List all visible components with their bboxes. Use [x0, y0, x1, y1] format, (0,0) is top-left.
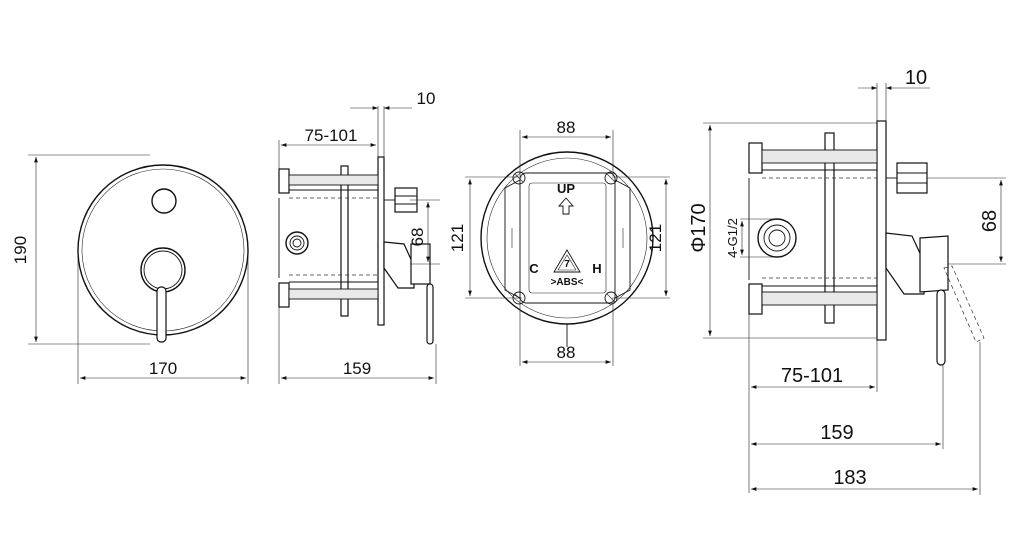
side-inlet-nut [285, 231, 309, 255]
box-right-label: 121 [646, 224, 665, 252]
side-total-label: 159 [343, 359, 371, 378]
lever-hub [140, 247, 186, 293]
diverter-knob [151, 188, 177, 214]
section-lever-handle [936, 289, 946, 366]
box-top-label: 88 [557, 118, 576, 137]
side-view: 75-101 10 68 159 [278, 89, 440, 384]
box-view: UP 7 >ABS< C H 88 88 121 121 [448, 118, 670, 366]
section-depth-label: 75-101 [781, 365, 843, 387]
box-recycle-number: 7 [564, 259, 570, 270]
section-cover-plate [876, 120, 887, 341]
front-view: 190 170 [11, 154, 249, 384]
section-diameter-label: Φ170 [688, 203, 710, 252]
recycle-icon [553, 249, 581, 273]
box-screw-tl [512, 171, 526, 185]
box-up-label: UP [557, 181, 575, 196]
section-view: 10 Φ170 4-G1/2 68 75-101 159 183 [688, 67, 1006, 495]
box-left-label: 121 [448, 224, 467, 252]
side-outlet-label: 68 [408, 228, 427, 247]
section-lever-hub [919, 235, 949, 293]
box-material-label: >ABS< [551, 277, 584, 288]
section-thread-label: 4-G1/2 [725, 218, 740, 258]
box-hot-label: H [592, 261, 601, 276]
section-total-label: 183 [833, 467, 866, 489]
front-width-label: 170 [149, 359, 177, 378]
box-screw-tr [604, 171, 618, 185]
side-mount-bracket [340, 165, 349, 317]
front-height-label: 190 [11, 236, 30, 264]
side-depth-label: 75-101 [305, 126, 358, 145]
section-diverter-nut [896, 162, 928, 194]
section-lever-alt-position [943, 265, 985, 343]
section-mount-bracket [824, 132, 835, 324]
section-outlet-label: 68 [979, 210, 1001, 232]
box-bottom-label: 88 [557, 343, 576, 362]
side-lever-body [383, 241, 415, 289]
box-cold-label: C [529, 261, 539, 276]
section-body-label: 159 [820, 422, 853, 444]
section-lever-body [885, 232, 925, 295]
side-cover-plate [377, 156, 385, 326]
side-plate-label: 10 [417, 89, 436, 108]
box-up-arrow-icon [558, 197, 574, 215]
box-square-frame [519, 172, 616, 304]
section-plate-label: 10 [905, 67, 927, 89]
lever-hub-inner [143, 250, 183, 290]
lever-handle [156, 286, 167, 343]
side-lever-handle [426, 283, 434, 345]
